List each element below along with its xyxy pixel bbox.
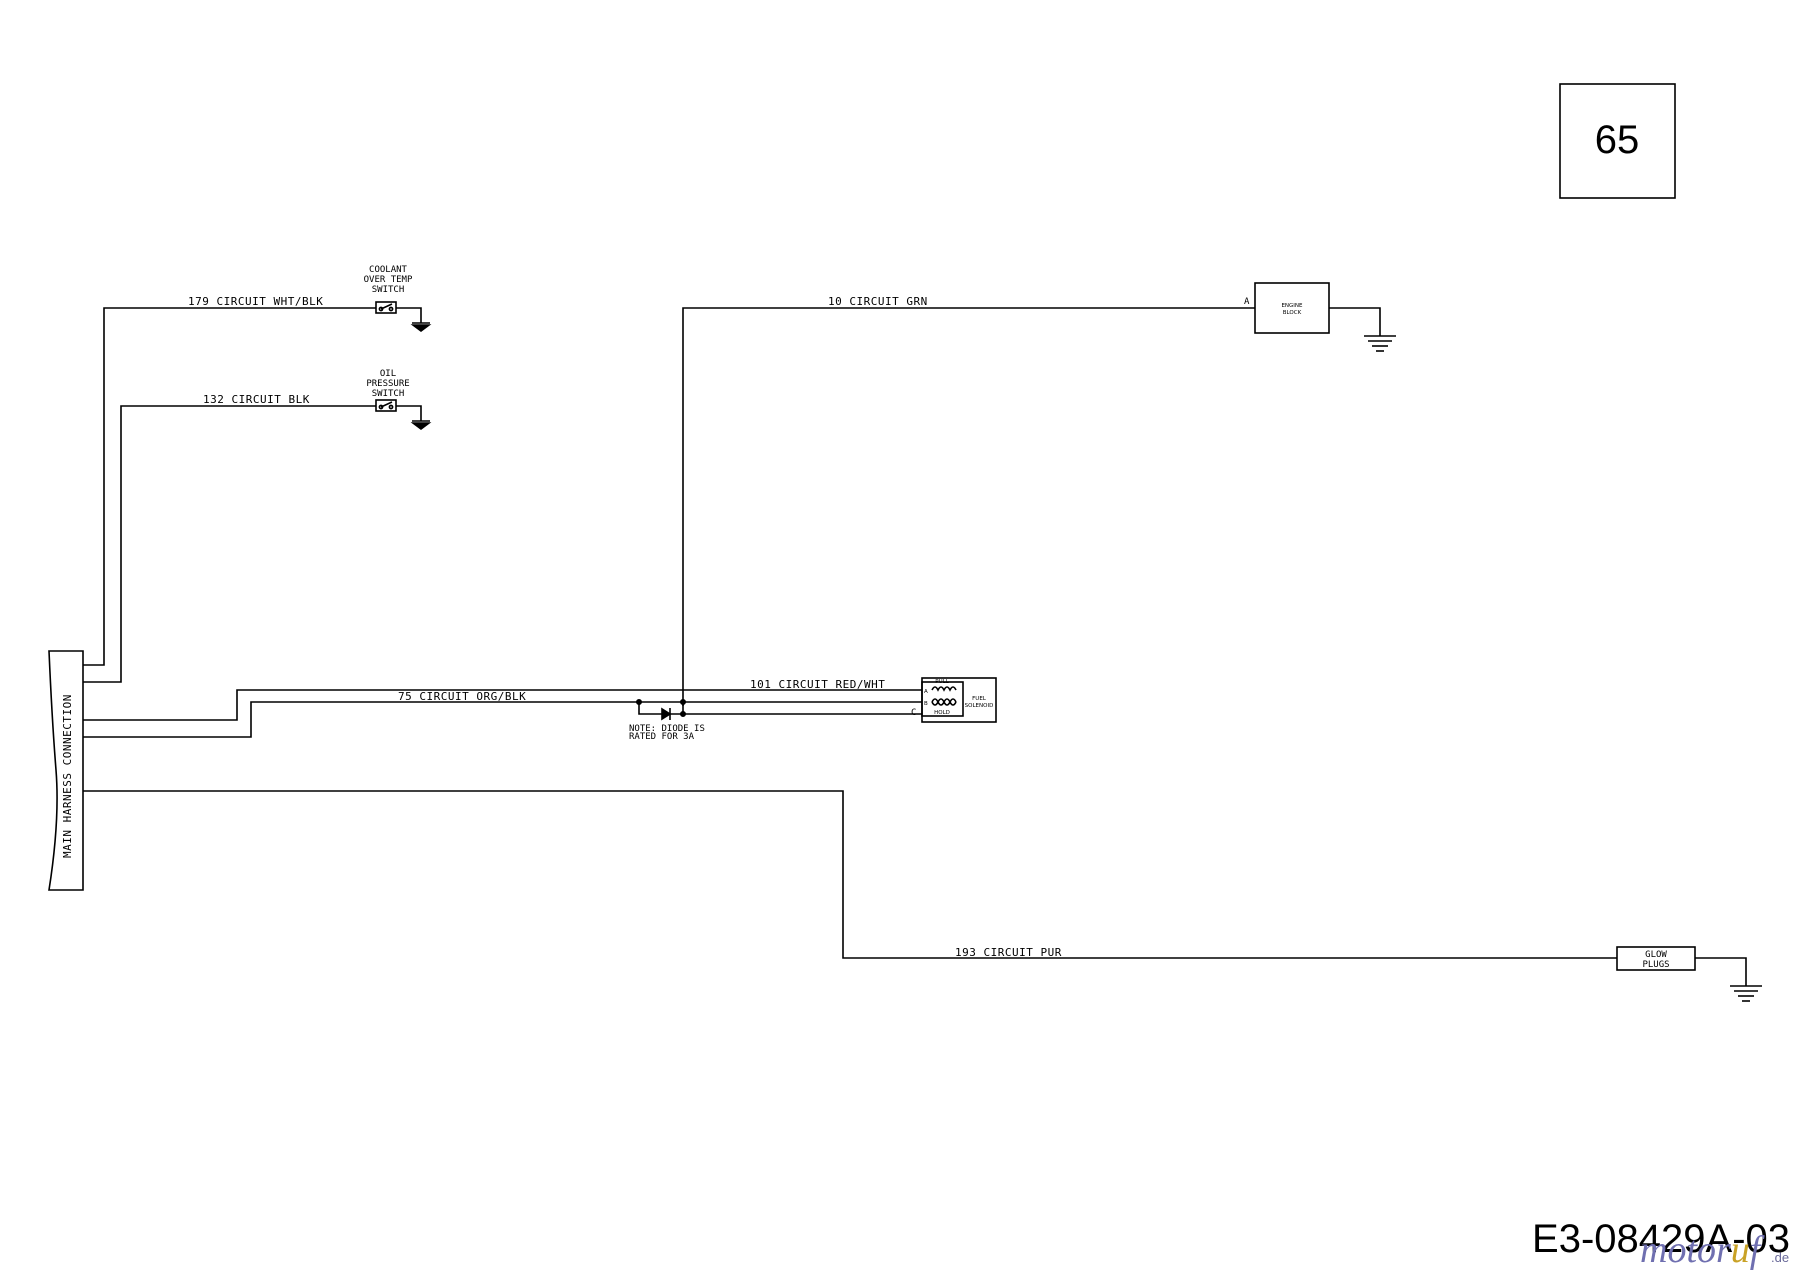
oil-label-2: PRESSURE [366,379,409,389]
glow-plugs-label-2: PLUGS [1642,960,1669,970]
solenoid-terminal-c: C [911,708,916,718]
engine-block: ENGINE BLOCK [1254,282,1396,352]
solenoid-name-1: FUEL [972,696,987,702]
oil-label-1: OIL [380,369,396,379]
circuit-10-wire: 10 CIRCUIT GRN A [682,295,1255,706]
coolant-label-1: COOLANT [369,265,408,275]
oil-switch: OIL PRESSURE SWITCH [366,369,432,430]
watermark-suffix: .de [1771,1250,1789,1265]
solenoid-hold-label: HOLD [934,710,950,716]
drawing-number: E3-08429A-03 [1532,1217,1790,1261]
solenoid-pull-label: PULL [935,679,949,685]
circuit-132-label: 132 CIRCUIT BLK [203,393,310,406]
circuit-101-wire: 101 CIRCUIT RED/WHT [83,678,922,721]
diode: NOTE: DIODE IS RATED FOR 3A [629,698,922,742]
page-number: 65 [1595,118,1640,162]
circuit-75-label: 75 CIRCUIT ORG/BLK [398,690,526,703]
fuel-solenoid: PULL HOLD A B C FUEL SOLENOID [911,677,997,723]
diode-note-1: NOTE: DIODE IS [629,724,705,734]
coolant-label-3: SWITCH [372,285,405,295]
diode-note-2: RATED FOR 3A [629,732,695,742]
solenoid-terminal-a: A [924,689,928,695]
solenoid-name-2: SOLENOID [965,703,994,709]
circuit-179-wire: 179 CIRCUIT WHT/BLK [83,295,376,666]
circuit-193-wire: 193 CIRCUIT PUR [83,790,1617,959]
circuit-179-label: 179 CIRCUIT WHT/BLK [188,295,323,308]
circuit-193-label: 193 CIRCUIT PUR [955,946,1062,959]
glow-plugs: GLOW PLUGS [1616,946,1762,1002]
circuit-75-wire: 75 CIRCUIT ORG/BLK [83,690,922,738]
glow-plugs-label-1: GLOW [1645,950,1667,960]
circuit-101-label: 101 CIRCUIT RED/WHT [750,678,885,691]
coolant-label-2: OVER TEMP [364,275,413,285]
circuit-132-wire: 132 CIRCUIT BLK [83,393,376,683]
main-harness-connector: MAIN HARNESS CONNECTION [48,650,84,891]
circuit-10-label: 10 CIRCUIT GRN [828,295,928,308]
page-number-box: 65 [1559,83,1676,199]
coolant-switch: COOLANT OVER TEMP SWITCH [364,265,432,332]
engine-block-label-1: ENGINE [1281,303,1303,309]
engine-terminal-label: A [1244,297,1250,307]
harness-label: MAIN HARNESS CONNECTION [61,694,74,858]
engine-block-label-2: BLOCK [1283,310,1302,316]
watermark-text: motoruf [1640,1229,1765,1271]
solenoid-terminal-b: B [924,701,928,707]
oil-label-3: SWITCH [372,389,405,399]
